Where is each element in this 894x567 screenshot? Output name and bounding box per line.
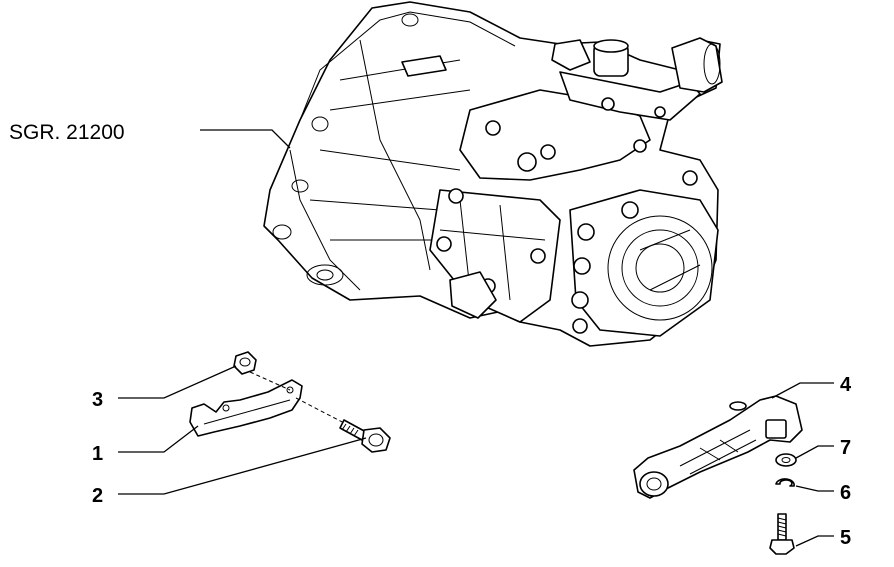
leader-line-1 [118,425,199,453]
callout-6: 6 [840,482,851,504]
leader-line-3 [118,365,237,399]
callout-2: 2 [92,485,103,507]
engine-mount-arm-part-4 [633,395,803,499]
washer-part-7 [775,453,797,467]
callout-5: 5 [840,527,851,549]
leader-line-5 [795,535,834,547]
leader-line-sgr [200,129,291,149]
bolt-part-2 [295,397,391,453]
screw-part-5 [769,513,795,555]
callout-7: 7 [840,437,851,459]
leader-line-7 [795,445,834,459]
nut-part-3 [233,351,291,391]
spring-washer-part-6 [775,478,795,487]
callout-1: 1 [92,443,103,465]
gearbox-assembly-illustration [263,1,723,347]
callout-labels: SGR. 21200 3 1 2 4 7 6 5 [9,121,852,549]
leader-line-4 [771,382,834,399]
callout-3: 3 [92,389,103,411]
leader-line-6 [795,485,834,492]
callout-4: 4 [840,374,852,396]
leader-line-2 [118,437,367,495]
assembly-reference-label: SGR. 21200 [9,121,125,144]
leader-lines [118,129,834,547]
bracket-plate-part-1 [189,379,303,437]
